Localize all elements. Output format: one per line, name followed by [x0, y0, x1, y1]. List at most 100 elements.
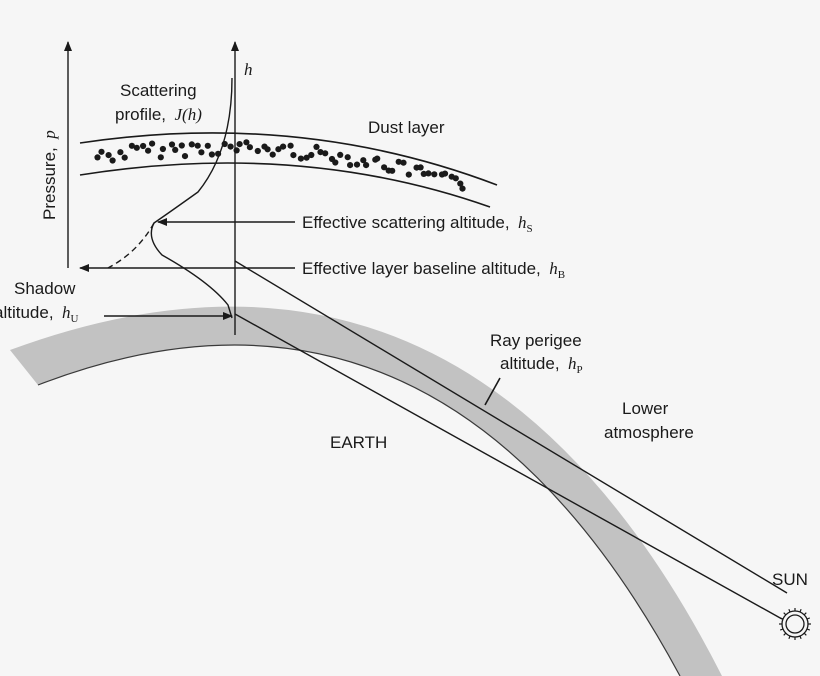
dust-layer-top: [79, 132, 498, 186]
dust-particle: [344, 154, 351, 161]
sun-ray-spike: [803, 632, 807, 636]
atmosphere-band: [10, 306, 722, 676]
dust-particle: [332, 159, 339, 166]
dust-particle: [360, 157, 367, 164]
dust-particle: [140, 142, 147, 150]
h-axis-label: h: [244, 60, 253, 79]
lower-atmosphere-label-line1: Lower: [622, 399, 669, 418]
earth-surface: [37, 344, 681, 676]
dust-particles: [94, 139, 466, 192]
dust-particle: [188, 141, 195, 148]
shadow-label-line2: altitude, hU: [0, 303, 79, 325]
pressure-axis-label: Pressure, p: [40, 130, 59, 220]
dust-particle: [254, 147, 261, 155]
dust-particle: [204, 142, 211, 149]
dust-particle: [287, 142, 294, 149]
dust-particle: [275, 146, 282, 153]
dust-particle: [269, 151, 276, 158]
dust-particle: [157, 154, 164, 161]
dust-particle: [459, 185, 466, 192]
dust-particle: [395, 158, 402, 165]
dust-particle: [227, 143, 234, 150]
dust-particle: [353, 161, 361, 168]
dust-particle: [98, 148, 105, 155]
dust-particle: [452, 175, 459, 182]
sun-ray-spike: [779, 628, 784, 631]
dust-particle: [133, 144, 140, 151]
dust-particle: [198, 149, 205, 156]
sun-ray-spike: [788, 608, 791, 613]
dust-layer-label: Dust layer: [368, 118, 445, 137]
effective-scattering-label: Effective scattering altitude, hS: [302, 213, 533, 235]
sun-ray-spike: [779, 617, 784, 620]
ray-perigee-label-line1: Ray perigee: [490, 331, 582, 350]
sun-ray-spike: [783, 632, 787, 636]
sun-ray-spike: [788, 635, 791, 640]
dust-particle: [149, 140, 156, 147]
sun-ray-spike: [803, 612, 807, 616]
dust-particle: [117, 149, 124, 156]
dust-particle: [194, 142, 201, 149]
dust-particle: [290, 152, 297, 159]
dust-particle: [420, 170, 427, 177]
dust-particle: [178, 142, 185, 149]
scattering-profile-dashed: [107, 222, 155, 269]
dust-particle: [121, 154, 128, 161]
dust-particle: [94, 154, 101, 161]
sun-label: SUN: [772, 570, 808, 589]
dust-particle: [417, 164, 424, 171]
dust-particle: [405, 171, 412, 178]
dust-particle: [168, 141, 176, 148]
scattering-profile-label-line2: profile, J(h): [115, 105, 202, 124]
dust-particle: [363, 162, 370, 169]
dust-particle: [159, 145, 166, 153]
dust-particle: [172, 146, 179, 153]
dust-particle: [308, 151, 315, 159]
dust-particle: [347, 162, 354, 169]
dust-particle: [400, 159, 407, 166]
sun-ray-upper: [234, 260, 788, 594]
dust-particle: [280, 143, 287, 150]
sun-ray-spike: [806, 617, 811, 620]
dust-particle: [243, 139, 250, 146]
dust-particle: [374, 155, 381, 162]
dust-particle: [317, 149, 324, 156]
dust-particle: [431, 171, 438, 178]
dust-particle: [303, 154, 310, 161]
dust-particle: [109, 157, 116, 164]
dust-particle: [337, 151, 344, 158]
earth-label: EARTH: [330, 433, 387, 452]
dust-particle: [264, 146, 271, 153]
scattering-profile-label-line1: Scattering: [120, 81, 197, 100]
ray-perigee-marker: [484, 377, 501, 406]
dust-particle: [381, 164, 388, 171]
dust-particle: [128, 142, 135, 149]
dust-particle: [389, 167, 396, 174]
dust-particle: [236, 141, 243, 148]
sun-ray-spike: [799, 635, 802, 640]
dust-particle: [181, 153, 189, 160]
dust-layer-bottom: [79, 162, 491, 208]
dust-particle: [322, 150, 329, 157]
effective-baseline-label: Effective layer baseline altitude, hB: [302, 259, 565, 281]
sun-icon: [779, 608, 811, 640]
dust-particle: [457, 180, 464, 187]
dust-particle: [313, 143, 320, 150]
ray-perigee-label-line2: altitude, hP: [500, 354, 583, 376]
dust-particle: [297, 155, 304, 162]
dust-particle: [208, 151, 215, 158]
sun-ray-spike: [783, 612, 787, 616]
dust-particle: [441, 170, 449, 177]
scattering-profile-curve: [150, 77, 233, 319]
sun-ray-spike: [806, 628, 811, 631]
lower-atmosphere-label-line2: atmosphere: [604, 423, 694, 442]
sun-ray-lower: [234, 313, 783, 620]
shadow-label-line1: Shadow: [14, 279, 76, 298]
dust-particle: [246, 144, 253, 151]
sun-ray-spike: [799, 608, 802, 613]
dust-particle: [105, 152, 112, 159]
dust-particle: [425, 170, 432, 177]
dust-particle: [145, 147, 152, 154]
